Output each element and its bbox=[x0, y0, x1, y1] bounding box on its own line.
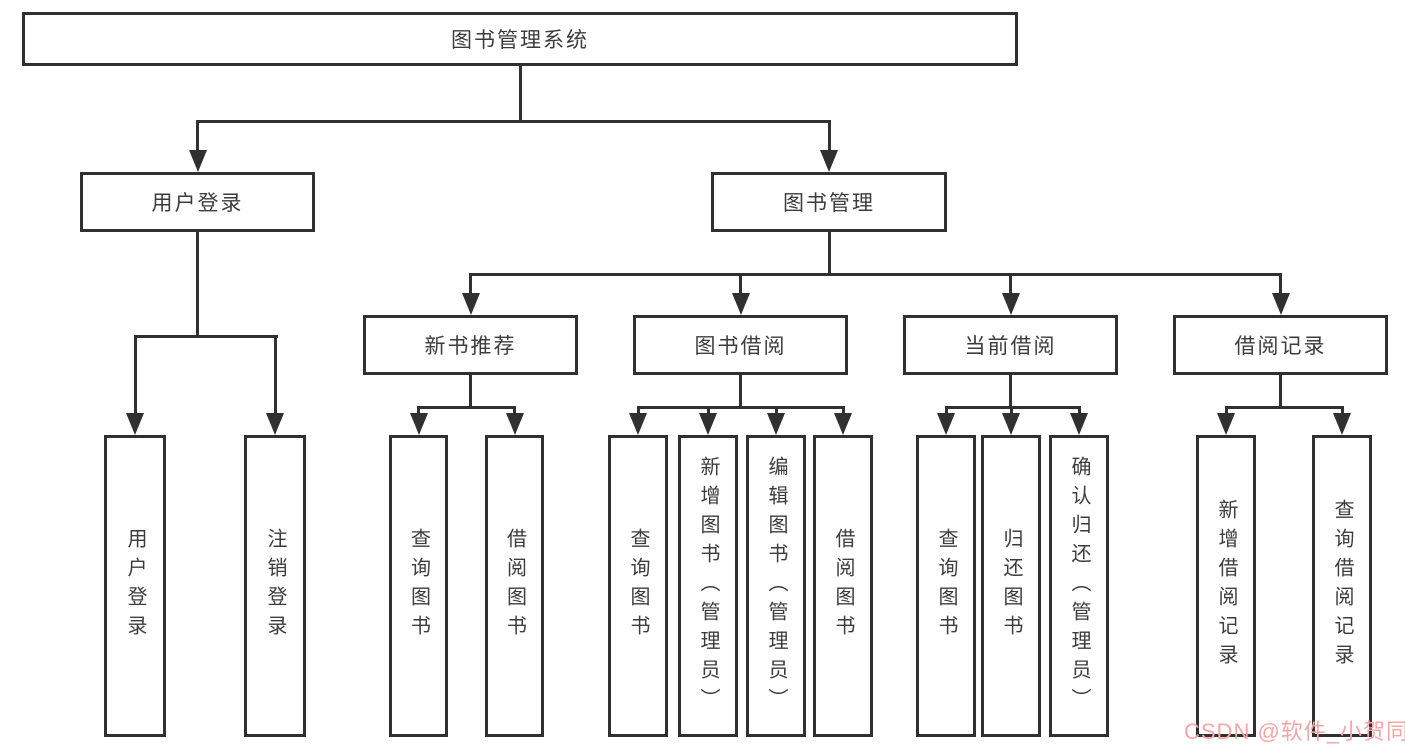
node-root: 图书管理系统 bbox=[22, 12, 1018, 66]
leaf-cb-return-books: 归还图书 bbox=[981, 435, 1041, 737]
arrowhead-icon bbox=[1271, 293, 1290, 315]
node-borrow-records-label: 借阅记录 bbox=[1234, 335, 1327, 358]
node-current-borrowing: 当前借阅 bbox=[903, 315, 1118, 375]
arrowhead-icon bbox=[1070, 413, 1088, 435]
connector bbox=[513, 406, 516, 416]
leaf-cb-query-books: 查询图书 bbox=[916, 435, 976, 737]
connector bbox=[469, 273, 472, 296]
arrowhead-icon bbox=[767, 413, 785, 435]
leaf-cb-query-books-label: 查询图书 bbox=[935, 528, 957, 644]
leaf-bb-edit-books-admin: 编辑图书（管理员） bbox=[746, 435, 806, 737]
arrowhead-icon bbox=[126, 413, 144, 435]
connector bbox=[133, 335, 278, 338]
connector bbox=[196, 120, 831, 123]
node-user-login-label: 用户登录 bbox=[151, 192, 244, 215]
leaf-br-query-record-label: 查询借阅记录 bbox=[1331, 499, 1353, 673]
leaf-bb-borrow-books-label: 借阅图书 bbox=[832, 528, 854, 644]
connector bbox=[636, 406, 640, 416]
connector bbox=[196, 232, 199, 338]
connector bbox=[739, 273, 742, 296]
connector bbox=[273, 335, 277, 415]
leaf-logout-label: 注销登录 bbox=[264, 528, 286, 644]
connector bbox=[1224, 406, 1344, 409]
connector bbox=[827, 232, 831, 276]
arrowhead-icon bbox=[461, 293, 480, 315]
connector bbox=[1279, 375, 1282, 409]
leaf-cb-confirm-return-admin: 确认归还（管理员） bbox=[1049, 435, 1109, 737]
connector bbox=[196, 120, 199, 152]
leaf-bb-add-books-admin-label: 新增图书（管理员） bbox=[697, 455, 719, 717]
arrowhead-icon bbox=[820, 150, 838, 172]
node-book-borrowing: 图书借阅 bbox=[633, 315, 848, 375]
arrowhead-icon bbox=[731, 293, 750, 315]
leaf-bb-query-books-label: 查询图书 bbox=[627, 528, 649, 644]
arrowhead-icon bbox=[1001, 293, 1020, 315]
arrowhead-icon bbox=[629, 413, 647, 435]
connector bbox=[417, 406, 516, 409]
node-new-book-recommend-label: 新书推荐 bbox=[424, 335, 517, 358]
node-borrow-records: 借阅记录 bbox=[1173, 315, 1388, 375]
leaf-nb-query-books-label: 查询图书 bbox=[407, 528, 430, 644]
csdn-watermark: CSDN @软件_小贺同学 bbox=[1184, 719, 1405, 744]
connector bbox=[469, 273, 1282, 276]
node-user-login: 用户登录 bbox=[80, 172, 315, 232]
leaf-br-add-record: 新增借阅记录 bbox=[1196, 435, 1256, 737]
arrowhead-icon bbox=[834, 413, 852, 435]
connector bbox=[827, 120, 831, 152]
connector bbox=[1340, 406, 1344, 416]
leaf-br-add-record-label: 新增借阅记录 bbox=[1215, 499, 1237, 673]
connector bbox=[944, 406, 1081, 409]
leaf-bb-edit-books-admin-label: 编辑图书（管理员） bbox=[765, 455, 787, 717]
leaf-bb-query-books: 查询图书 bbox=[608, 435, 668, 737]
leaf-user-login-label: 用户登录 bbox=[124, 528, 146, 644]
arrowhead-icon bbox=[266, 413, 284, 435]
arrowhead-icon bbox=[1217, 413, 1235, 435]
connector bbox=[774, 406, 778, 416]
connector bbox=[1009, 375, 1012, 409]
connector bbox=[944, 406, 948, 416]
node-book-management-label: 图书管理 bbox=[783, 192, 875, 215]
connector bbox=[1009, 273, 1012, 296]
leaf-user-login: 用户登录 bbox=[104, 435, 166, 737]
leaf-bb-borrow-books: 借阅图书 bbox=[813, 435, 873, 737]
leaf-nb-borrow-books-label: 借阅图书 bbox=[503, 528, 526, 644]
connector bbox=[1077, 406, 1081, 416]
node-book-borrowing-label: 图书借阅 bbox=[694, 335, 787, 358]
node-current-borrowing-label: 当前借阅 bbox=[964, 335, 1057, 358]
leaf-nb-query-books: 查询图书 bbox=[389, 435, 448, 737]
arrowhead-icon bbox=[937, 413, 955, 435]
leaf-bb-add-books-admin: 新增图书（管理员） bbox=[678, 435, 738, 737]
connector bbox=[841, 406, 845, 416]
arrowhead-icon bbox=[1002, 413, 1020, 435]
connector bbox=[706, 406, 710, 416]
connector bbox=[1224, 406, 1228, 416]
connector bbox=[636, 406, 845, 409]
leaf-nb-borrow-books: 借阅图书 bbox=[485, 435, 544, 737]
leaf-cb-confirm-return-admin-label: 确认归还（管理员） bbox=[1068, 455, 1090, 717]
leaf-br-query-record: 查询借阅记录 bbox=[1312, 435, 1372, 737]
arrowhead-icon bbox=[699, 413, 717, 435]
connector bbox=[469, 375, 472, 409]
connector bbox=[739, 375, 742, 409]
node-new-book-recommend: 新书推荐 bbox=[363, 315, 578, 375]
connector bbox=[1009, 406, 1013, 416]
arrowhead-icon bbox=[505, 413, 524, 435]
connector bbox=[1279, 273, 1282, 296]
connector bbox=[518, 66, 522, 122]
node-book-management: 图书管理 bbox=[711, 172, 947, 232]
leaf-cb-return-books-label: 归还图书 bbox=[1000, 528, 1022, 644]
node-root-label: 图书管理系统 bbox=[451, 29, 589, 52]
leaf-logout: 注销登录 bbox=[244, 435, 306, 737]
connector bbox=[133, 335, 137, 415]
arrowhead-icon bbox=[1333, 413, 1351, 435]
arrowhead-icon bbox=[409, 413, 428, 435]
connector bbox=[417, 406, 420, 416]
arrowhead-icon bbox=[188, 150, 207, 172]
